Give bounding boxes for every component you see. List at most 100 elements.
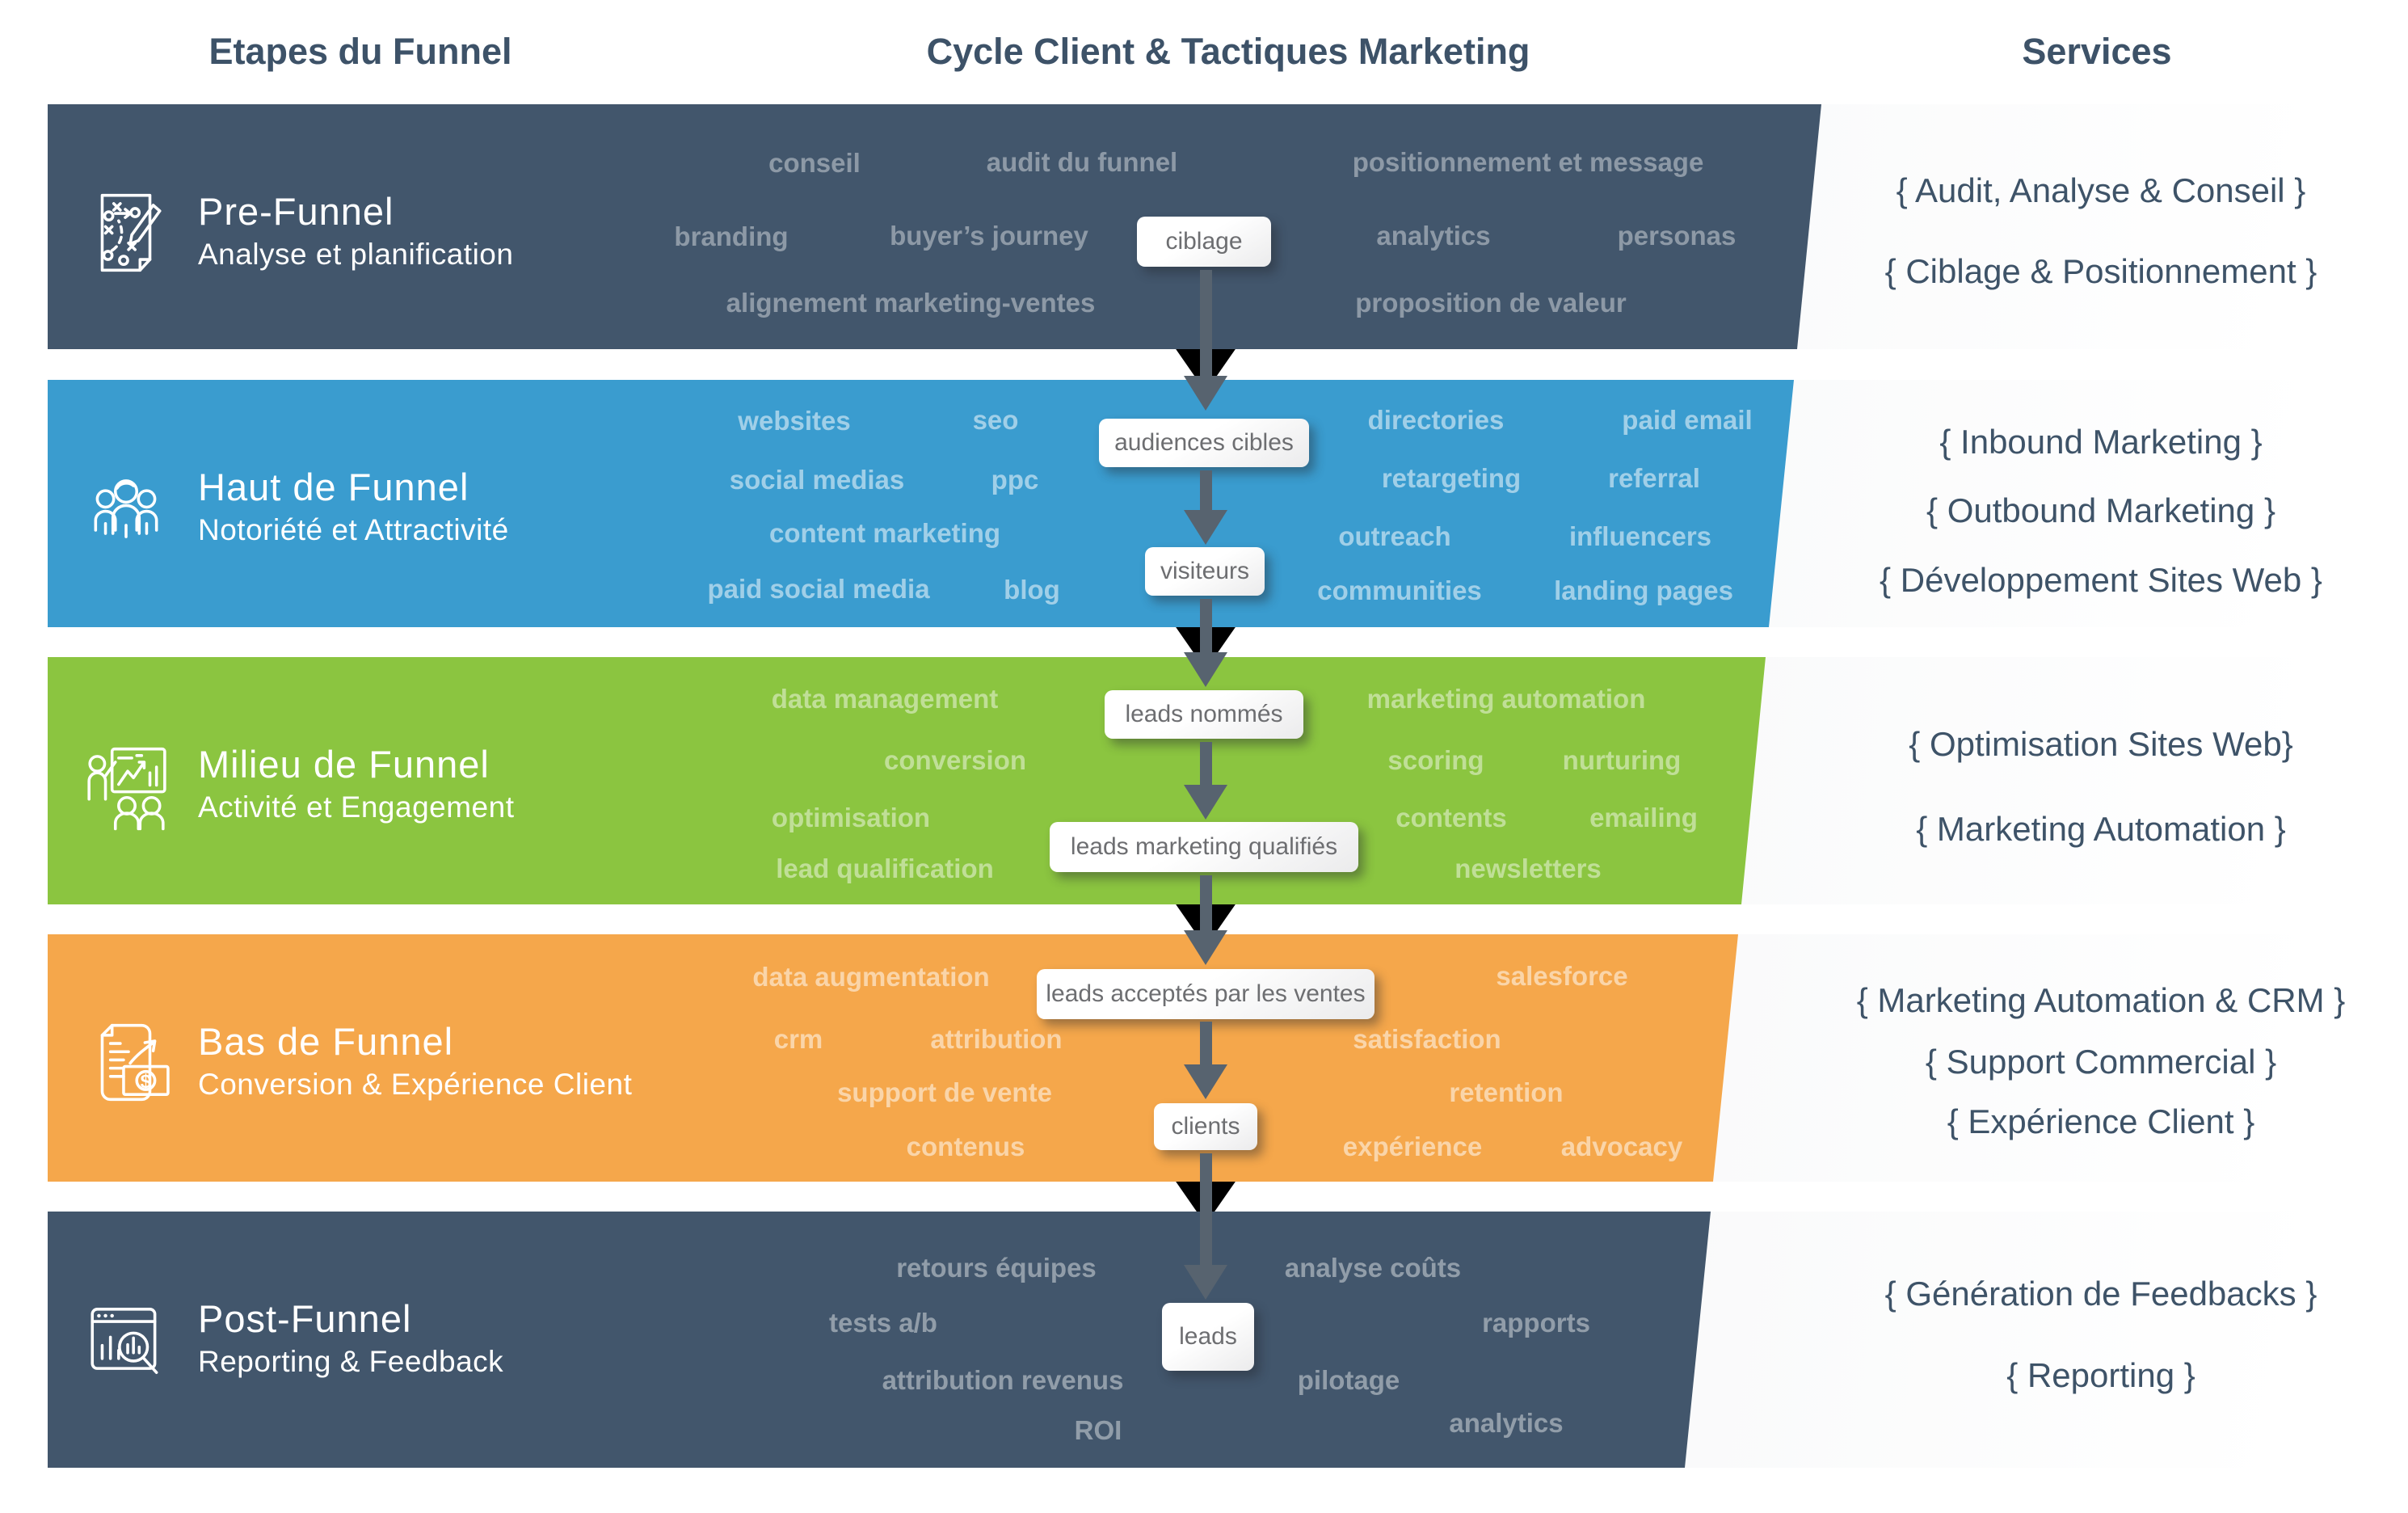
cycle-stage-pill: audiences cibles [1099, 419, 1309, 467]
funnel-band-pre-funnel [48, 104, 1821, 349]
flow-arrow-head [1184, 376, 1227, 411]
funnel-band-haut-de-funnel [48, 380, 1794, 627]
tactic-keyword: alignement marketing-ventes [726, 288, 1096, 318]
services-panel [1685, 1212, 2351, 1468]
tactic-keyword: pilotage [1297, 1365, 1400, 1395]
service-item: { Reporting } [2006, 1356, 2195, 1394]
column-header-etapes: Etapes du Funnel [208, 31, 512, 72]
tactic-keyword: proposition de valeur [1355, 288, 1627, 318]
tactic-keyword: analytics [1376, 221, 1491, 251]
services-panel [1769, 380, 2351, 627]
funnel-band-post-funnel [48, 1212, 1711, 1468]
people-group-icon [81, 461, 171, 560]
cycle-stage-pill: ciblage [1137, 217, 1271, 267]
tactic-keyword: tests a/b [829, 1308, 937, 1338]
tactic-keyword: audit du funnel [986, 147, 1178, 177]
service-item: { Marketing Automation } [1916, 810, 2286, 848]
cycle-stage-pill: leads marketing qualifiés [1050, 822, 1358, 872]
tactic-keyword: referral [1608, 463, 1700, 493]
tactic-keyword: paid social media [707, 574, 930, 604]
flow-arrow-shaft [1200, 270, 1212, 377]
column-header-services: Services [2022, 31, 2172, 72]
tactic-keyword: newsletters [1454, 853, 1602, 883]
flow-arrow-shaft [1200, 1153, 1212, 1266]
tactic-keyword: data augmentation [752, 962, 990, 992]
tactic-keyword: websites [738, 406, 851, 436]
tactic-keyword: seo [972, 405, 1019, 435]
flow-arrow-shaft [1200, 875, 1212, 932]
tactic-keyword: conversion [883, 745, 1027, 775]
tactic-keyword: nurturing [1562, 745, 1682, 775]
tactic-keyword: contenus [906, 1132, 1025, 1161]
tactic-keyword: retours équipes [896, 1253, 1097, 1283]
stage-title: Pre-Funnel [198, 190, 394, 233]
tactic-keyword: personas [1617, 221, 1737, 251]
tactic-keyword: optimisation [771, 803, 931, 832]
service-item: { Génération de Feedbacks } [1884, 1275, 2317, 1313]
tactic-keyword: expérience [1342, 1132, 1483, 1161]
stage-title: Bas de Funnel [198, 1020, 454, 1063]
tactic-keyword: lead qualification [776, 853, 994, 883]
tactic-keyword: ROI [1074, 1415, 1122, 1445]
services-panel [1741, 657, 2351, 904]
tactic-keyword: satisfaction [1353, 1024, 1501, 1054]
tactic-keyword: analyse coûts [1284, 1253, 1462, 1283]
flow-arrow-head [1184, 785, 1227, 820]
tactic-keyword: contents [1396, 803, 1507, 832]
cycle-stage-pill: leads acceptés par les ventes [1037, 969, 1374, 1019]
flow-arrow-head [1184, 510, 1227, 545]
stage-title: Milieu de Funnel [198, 743, 490, 786]
column-header-cycle-client: Cycle Client & Tactiques Marketing [926, 31, 1530, 72]
svg-text:$: $ [141, 1071, 152, 1093]
flow-arrow-shaft [1200, 1022, 1212, 1066]
tactic-keyword: buyer’s journey [890, 221, 1088, 251]
tactic-keyword: data management [771, 684, 999, 714]
flow-arrow-shaft [1200, 742, 1212, 786]
flow-arrow-head [1184, 1265, 1227, 1300]
tactic-keyword: conseil [768, 148, 861, 178]
flow-arrow-head [1184, 652, 1227, 687]
tactic-keyword: retention [1449, 1077, 1564, 1107]
tactic-keyword: marketing automation [1366, 684, 1646, 714]
service-item: { Marketing Automation & CRM } [1856, 981, 2346, 1019]
tactic-keyword: outreach [1338, 521, 1451, 551]
funnel-band-bas-de-funnel [48, 934, 1738, 1182]
tactic-keyword: analytics [1449, 1408, 1564, 1438]
service-item: { Développement Sites Web } [1880, 561, 2322, 599]
tactic-keyword: paid email [1622, 405, 1753, 435]
stage-subtitle: Conversion & Expérience Client [198, 1068, 633, 1101]
tactic-keyword: retargeting [1381, 463, 1522, 493]
stage-title: Post-Funnel [198, 1297, 412, 1340]
service-item: { Expérience Client } [1947, 1102, 2255, 1140]
tactic-keyword: branding [674, 221, 789, 251]
flow-arrow-shaft [1200, 599, 1212, 654]
cycle-stage-pill: leads [1162, 1303, 1254, 1371]
tactic-keyword: ppc [991, 465, 1039, 495]
tactic-keyword: crm [773, 1024, 823, 1054]
tactic-keyword: salesforce [1496, 961, 1628, 991]
tactic-keyword: scoring [1387, 745, 1484, 775]
service-item: { Ciblage & Positionnement } [1884, 252, 2317, 290]
presentation-icon [81, 738, 171, 837]
services-panel [1713, 934, 2351, 1182]
tactic-keyword: communities [1317, 575, 1482, 605]
service-item: { Outbound Marketing } [1926, 491, 2275, 529]
tactic-keyword: emailing [1589, 803, 1698, 832]
stage-subtitle: Notoriété et Attractivité [198, 513, 509, 546]
cycle-stage-pill: leads nommés [1105, 690, 1303, 739]
tactic-keyword: social medias [729, 465, 905, 495]
stage-subtitle: Reporting & Feedback [198, 1345, 504, 1378]
sales-document-icon: $ [81, 1015, 171, 1115]
report-search-icon [81, 1292, 171, 1392]
service-item: { Optimisation Sites Web} [1909, 725, 2293, 763]
cycle-stage-pill: clients [1154, 1103, 1257, 1150]
funnel-band-milieu-de-funnel [48, 657, 1766, 904]
services-panel [1797, 104, 2351, 349]
stage-subtitle: Activité et Engagement [198, 790, 515, 824]
flow-arrow-head [1184, 930, 1227, 965]
tactic-keyword: rapports [1482, 1308, 1590, 1338]
tactic-keyword: landing pages [1554, 575, 1733, 605]
service-item: { Audit, Analyse & Conseil } [1896, 171, 2306, 209]
flow-arrow-shaft [1200, 470, 1212, 512]
